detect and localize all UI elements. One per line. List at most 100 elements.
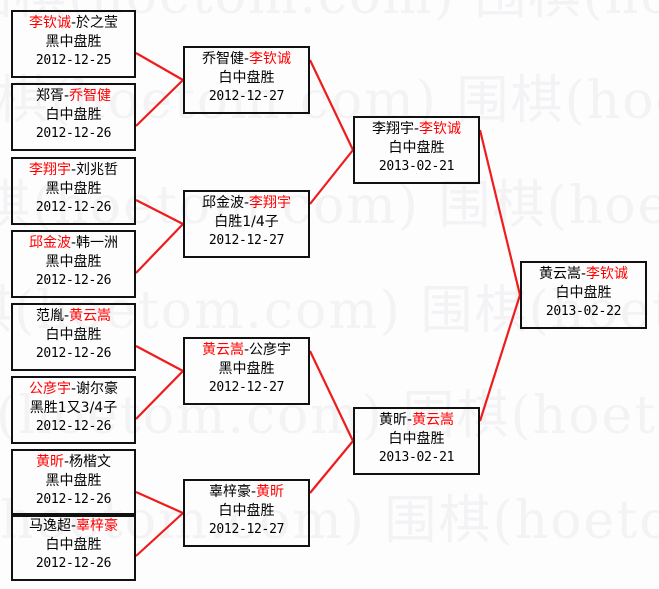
player-separator: - <box>413 121 420 137</box>
match-date: 2013-02-22 <box>545 304 622 319</box>
match-date: 2012-12-26 <box>35 346 112 361</box>
player-separator: - <box>243 195 250 211</box>
match-result: 白中盘胜 <box>45 107 102 123</box>
player-right: 谢尔豪 <box>76 381 119 397</box>
player-right: 李钦诚 <box>419 121 462 137</box>
match-date: 2012-12-26 <box>35 492 112 507</box>
player-left: 李翔宇 <box>28 162 71 178</box>
bracket-connector <box>135 199 184 225</box>
player-right: 辜梓豪 <box>76 518 119 534</box>
player-left: 马逸超 <box>28 518 71 534</box>
bracket-connector <box>135 370 184 420</box>
match-players: 黄昕-杨楷文 <box>13 453 134 472</box>
player-separator: - <box>70 162 77 178</box>
match-players: 李翔宇-刘兆哲 <box>13 161 134 180</box>
match-date: 2012-12-26 <box>35 200 112 215</box>
bracket-connector <box>309 149 354 205</box>
player-left: 辜梓豪 <box>208 484 251 500</box>
player-right: 黄云嵩 <box>412 412 455 428</box>
player-right: 李钦诚 <box>249 51 292 67</box>
match-players: 郑胥-乔智健 <box>13 87 134 106</box>
match-result: 黑胜1又3/4子 <box>29 400 118 416</box>
match-players: 黄云嵩-李钦诚 <box>522 265 645 284</box>
match-date: 2012-12-27 <box>208 233 285 248</box>
player-right: 公彦宇 <box>249 342 292 358</box>
player-left: 范胤 <box>35 308 64 324</box>
match-result: 白中盘胜 <box>45 537 102 553</box>
match-players: 李翔宇-李钦诚 <box>355 120 478 139</box>
player-right: 刘兆哲 <box>76 162 119 178</box>
bracket-connector <box>478 129 522 296</box>
match-box[interactable]: 黄昕-杨楷文黑中盘胜 2012-12-26 <box>11 449 136 517</box>
match-result: 白中盘胜 <box>45 327 102 343</box>
match-players: 公彦宇-谢尔豪 <box>13 380 134 399</box>
bracket-connector <box>135 52 184 81</box>
bracket-connector <box>135 79 184 127</box>
match-date: 2013-02-21 <box>378 450 455 465</box>
player-separator: - <box>63 308 70 324</box>
match-result: 黑中盘胜 <box>218 361 275 377</box>
player-right: 於之莹 <box>76 15 119 31</box>
player-separator: - <box>70 235 77 251</box>
match-date: 2012-12-25 <box>35 53 112 68</box>
match-box[interactable]: 范胤-黄云嵩白中盘胜 2012-12-26 <box>11 303 136 371</box>
player-left: 黄云嵩 <box>538 266 581 282</box>
match-result: 黑中盘胜 <box>45 473 102 489</box>
match-players: 李钦诚-於之莹 <box>13 14 134 33</box>
match-box[interactable]: 邱金波-李翔宇白胜1/4子 2012-12-27 <box>183 190 310 258</box>
match-players: 范胤-黄云嵩 <box>13 307 134 326</box>
player-right: 杨楷文 <box>69 454 112 470</box>
match-box[interactable]: 郑胥-乔智健白中盘胜 2012-12-26 <box>11 83 136 151</box>
match-result: 黑中盘胜 <box>45 254 102 270</box>
player-separator: - <box>63 88 70 104</box>
bracket-connector <box>309 440 354 494</box>
match-date: 2012-12-26 <box>35 556 112 571</box>
player-separator: - <box>243 342 250 358</box>
match-result: 白中盘胜 <box>555 285 612 301</box>
player-right: 黄昕 <box>256 484 285 500</box>
match-date: 2012-12-27 <box>208 380 285 395</box>
match-result: 白中盘胜 <box>218 503 275 519</box>
match-result: 白中盘胜 <box>388 140 445 156</box>
match-players: 邱金波-韩一洲 <box>13 234 134 253</box>
match-date: 2012-12-27 <box>208 522 285 537</box>
match-date: 2012-12-26 <box>35 273 112 288</box>
player-separator: - <box>580 266 587 282</box>
player-left: 黄昕 <box>35 454 64 470</box>
player-left: 乔智健 <box>201 51 244 67</box>
player-left: 邱金波 <box>28 235 71 251</box>
player-right: 李钦诚 <box>586 266 629 282</box>
match-result: 白中盘胜 <box>218 70 275 86</box>
player-left: 邱金波 <box>201 195 244 211</box>
match-players: 辜梓豪-黄昕 <box>185 483 308 502</box>
player-separator: - <box>243 51 250 67</box>
bracket-connector <box>135 512 184 557</box>
bracket-connector <box>135 223 184 274</box>
match-result: 白胜1/4子 <box>214 214 279 230</box>
player-right: 李翔宇 <box>249 195 292 211</box>
player-separator: - <box>406 412 413 428</box>
player-right: 韩一洲 <box>76 235 119 251</box>
match-players: 马逸超-辜梓豪 <box>13 517 134 536</box>
player-separator: - <box>70 518 77 534</box>
player-left: 李翔宇 <box>371 121 414 137</box>
match-date: 2013-02-21 <box>378 159 455 174</box>
match-players: 乔智健-李钦诚 <box>185 50 308 69</box>
player-separator: - <box>250 484 257 500</box>
match-date: 2012-12-26 <box>35 126 112 141</box>
bracket-connector <box>309 59 354 151</box>
player-separator: - <box>70 381 77 397</box>
match-result: 黑中盘胜 <box>45 34 102 50</box>
match-box[interactable]: 李钦诚-於之莹黑中盘胜 2012-12-25 <box>11 10 136 78</box>
player-left: 黄昕 <box>378 412 407 428</box>
